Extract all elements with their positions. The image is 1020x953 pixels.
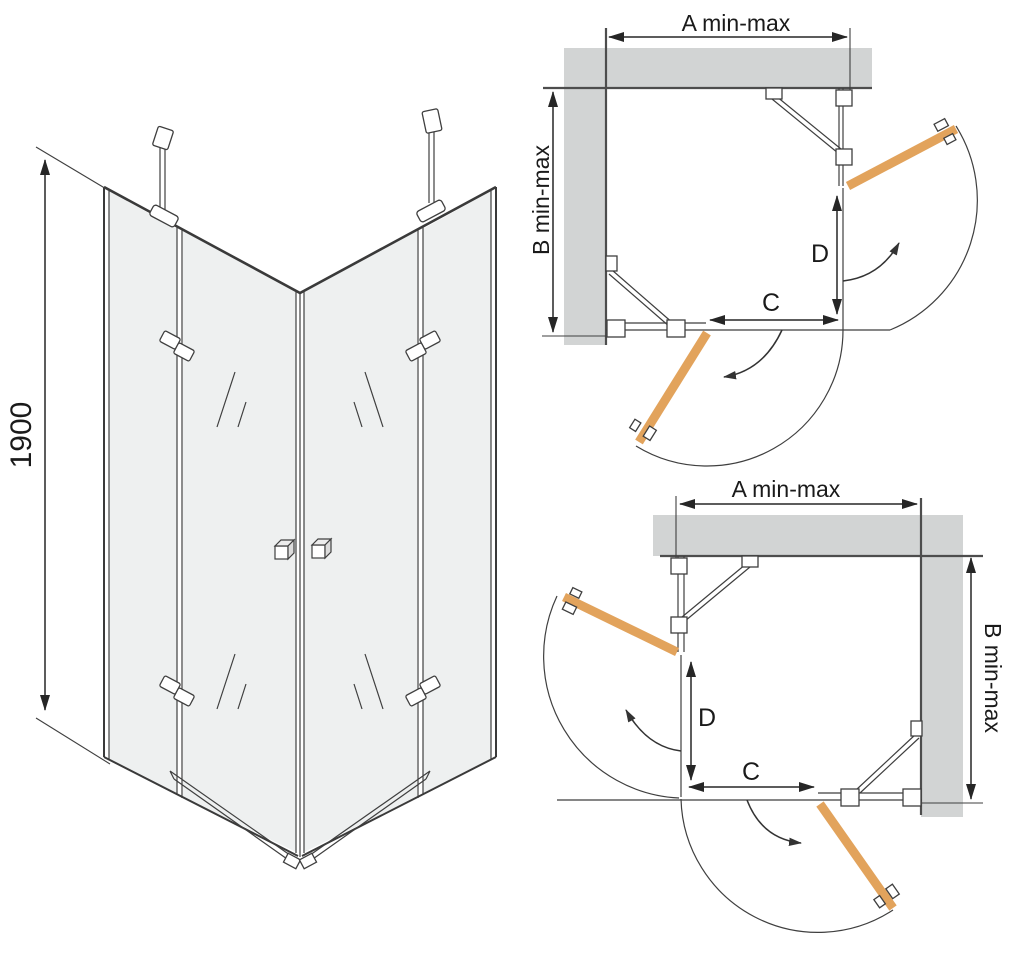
dim-label-c-bottom: C <box>742 758 760 786</box>
dim-label-a-top: A min-max <box>682 10 791 36</box>
door-handle-c-top <box>628 418 658 442</box>
glass-door-right <box>304 231 417 852</box>
wall-top-2 <box>653 515 963 556</box>
fixed-panel-bottom-hw-2 <box>840 720 923 807</box>
dim-label-c-top: C <box>762 289 780 317</box>
dimension-a-top: A min-max <box>608 10 851 104</box>
base-foot-left <box>282 852 302 870</box>
dim-label-a-bottom: A min-max <box>732 476 841 502</box>
glass-fixed-right <box>423 191 491 795</box>
door-handle-c-bottom <box>872 883 901 909</box>
swing-arc-d-bottom <box>543 595 680 799</box>
door-knob-right <box>310 537 333 560</box>
fixed-panel-left-2 <box>670 555 759 652</box>
swing-arrow-c-top <box>723 329 783 380</box>
wall-right-2 <box>921 515 963 817</box>
hinge-stile-left <box>176 227 183 798</box>
swing-arc-c-bottom <box>680 798 894 933</box>
swing-arc-d-top <box>889 125 978 331</box>
glass-fixed-left <box>109 191 177 795</box>
glass-shine-marks <box>216 371 384 710</box>
dimension-a-bottom: A min-max <box>675 476 918 560</box>
door-handle-d-top <box>933 117 957 146</box>
dimension-b-bottom: B min-max <box>922 557 1006 804</box>
base-rail-right <box>302 770 431 867</box>
hinge-right-upper <box>405 330 441 362</box>
ceiling-rod-right <box>416 108 446 223</box>
dim-label-d-top: D <box>811 240 829 268</box>
dimension-c-bottom: C <box>688 758 815 792</box>
height-dimension: 1900 <box>5 146 111 765</box>
bottom-edge-right <box>301 756 497 857</box>
height-dimension-label: 1900 <box>5 402 38 469</box>
ceiling-rod-left <box>149 125 179 228</box>
corner-post <box>295 291 305 857</box>
swing-arc-c-top <box>635 329 844 467</box>
door-handle-d-bottom <box>561 586 583 616</box>
wall-top <box>564 48 872 88</box>
base-rail-left <box>169 770 298 867</box>
fixed-panel-bottom-hw <box>605 255 686 338</box>
dimension-d-bottom: D <box>686 661 716 781</box>
dimension-c-top: C <box>709 289 839 325</box>
fixed-panel-right <box>765 87 853 186</box>
open-door-d-top <box>845 125 959 190</box>
swing-arrow-c-bottom <box>746 799 802 846</box>
hinge-left-upper <box>159 330 195 362</box>
hinge-right-lower <box>405 675 441 707</box>
door-knob-left <box>273 538 296 561</box>
dimension-b-top: B min-max <box>528 91 606 337</box>
dimension-d-top: D <box>811 195 842 315</box>
open-door-c-top <box>635 330 711 445</box>
glass-door-left <box>183 231 296 852</box>
swing-arrow-d-bottom <box>625 709 682 752</box>
bottom-edge-left <box>103 756 299 857</box>
open-door-c-bottom <box>816 801 897 911</box>
dim-label-b-top: B min-max <box>528 145 554 255</box>
plan-view-bottom: A min-max B min-max <box>543 476 1006 933</box>
base-foot-right <box>298 852 318 870</box>
hinge-stile-right <box>417 227 424 798</box>
swing-arrow-d-top <box>842 242 900 282</box>
plan-view-top: A min-max B min-max <box>528 10 978 467</box>
hinge-left-lower <box>159 675 195 707</box>
wall-left <box>564 48 606 345</box>
dim-label-d-bottom: D <box>698 704 716 732</box>
open-door-d-bottom <box>562 592 679 657</box>
dim-label-b-bottom: B min-max <box>980 623 1006 733</box>
iso-view: 1900 <box>5 108 497 870</box>
